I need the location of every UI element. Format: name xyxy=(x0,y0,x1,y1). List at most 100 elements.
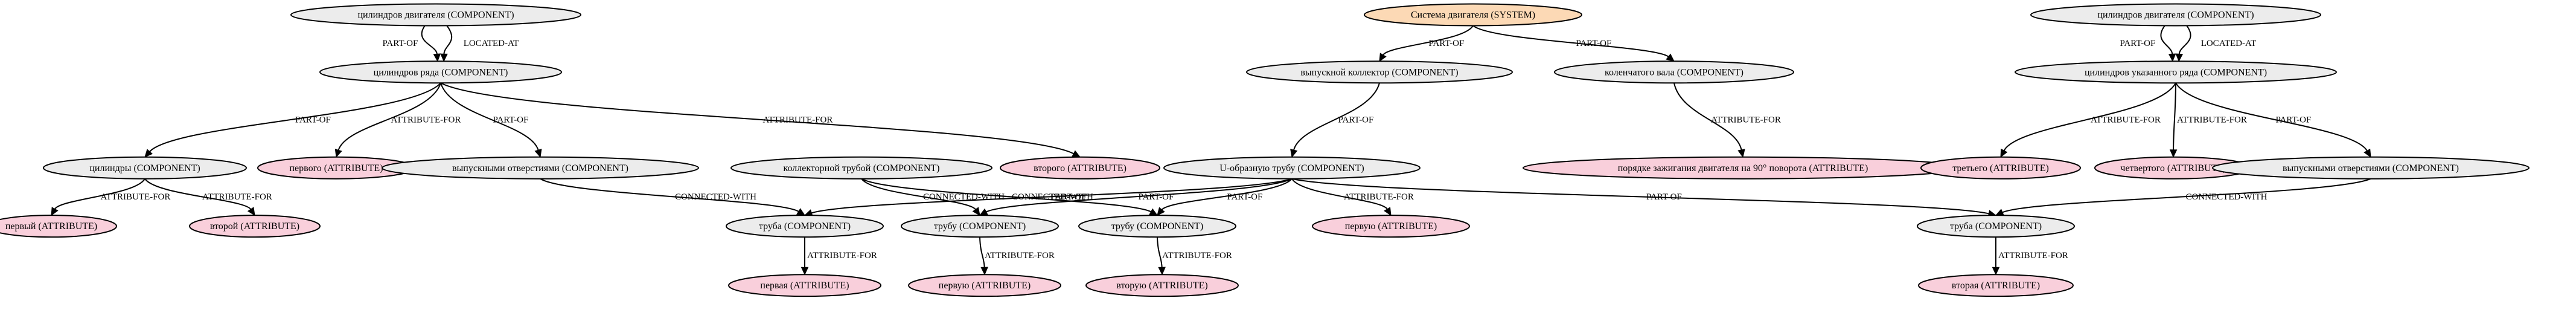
edge-label: ATTRIBUTE-FOR xyxy=(2177,115,2247,125)
node-label: выпускной коллектор (COMPONENT) xyxy=(1300,67,1458,77)
arrowhead-icon xyxy=(2169,54,2176,61)
edge-line xyxy=(441,83,1073,154)
edge-cyl-ukaz-to-chetvertogo: ATTRIBUTE-FOR xyxy=(2170,83,2247,157)
node-vypusk-otv-l: выпускными отверстиями (COMPONENT) xyxy=(382,157,698,179)
node-label: труба (COMPONENT) xyxy=(759,221,851,232)
edge-cyl-ryada-to-pervogo: ATTRIBUTE-FOR xyxy=(335,83,461,157)
node-label: первого (ATTRIBUTE) xyxy=(289,163,383,173)
node-vypusk-koll: выпускной коллектор (COMPONENT) xyxy=(1247,61,1512,83)
node-label: цилиндров двигателя (COMPONENT) xyxy=(357,10,514,21)
node-cyl-dvig-r: цилиндров двигателя (COMPONENT) xyxy=(2031,4,2321,26)
edge-label: ATTRIBUTE-FOR xyxy=(391,115,461,125)
edge-line xyxy=(2173,83,2176,150)
edge-system-to-kolench-vala: PART-OF xyxy=(1473,25,1674,61)
edge-truba3-to-vtoruyu: ATTRIBUTE-FOR xyxy=(1157,237,1232,274)
node-label: четвертого (ATTRIBUTE) xyxy=(2120,163,2226,173)
edge-line xyxy=(1157,237,1162,267)
node-kolench-vala: коленчатого вала (COMPONENT) xyxy=(1555,61,1794,83)
node-pervaya: первая (ATTRIBUTE) xyxy=(729,274,881,296)
node-tretego: третьего (ATTRIBUTE) xyxy=(1921,157,2080,179)
node-label: первую (ATTRIBUTE) xyxy=(939,280,1031,291)
node-truba3: трубу (COMPONENT) xyxy=(1079,215,1236,237)
node-truba2: трубу (COMPONENT) xyxy=(901,215,1058,237)
node-label: трубу (COMPONENT) xyxy=(1111,221,1204,232)
edge-label: CONNECTED-WITH xyxy=(675,192,756,202)
edge-cyl-ukaz-to-tretego: ATTRIBUTE-FOR xyxy=(2001,83,2176,157)
edge-label: PART-OF xyxy=(382,39,418,48)
arrowhead-icon xyxy=(1149,209,1157,216)
node-system: Система двигателя (SYSTEM) xyxy=(1364,4,1582,26)
edge-label: PART-OF xyxy=(1576,39,1612,48)
edge-label: LOCATED-AT xyxy=(464,39,519,48)
node-label: третьего (ATTRIBUTE) xyxy=(1952,163,2049,173)
arrowhead-icon xyxy=(2001,149,2007,157)
edge-truba4-to-vtoraya: ATTRIBUTE-FOR xyxy=(1993,237,2068,274)
node-vtoroi: второй (ATTRIBUTE) xyxy=(190,215,320,237)
node-label: цилиндров двигателя (COMPONENT) xyxy=(2097,10,2254,21)
edge-label: PART-OF xyxy=(1338,115,1374,125)
arrowhead-icon xyxy=(1666,54,1674,62)
node-truba4: труба (COMPONENT) xyxy=(1917,215,2074,237)
node-label: выпускными отверстиями (COMPONENT) xyxy=(452,163,628,173)
node-label: труба (COMPONENT) xyxy=(1950,221,2042,232)
edge-label: ATTRIBUTE-FOR xyxy=(1344,192,1414,202)
node-label: выпускными отверстиями (COMPONENT) xyxy=(2283,163,2459,173)
node-u-truba: U-образную трубу (COMPONENT) xyxy=(1164,157,1420,179)
arrowhead-icon xyxy=(248,207,255,215)
arrowhead-icon xyxy=(1738,149,1745,157)
edge-label: PART-OF xyxy=(2276,115,2312,125)
edge-line xyxy=(980,237,985,267)
edge-label: ATTRIBUTE-FOR xyxy=(807,251,877,261)
arrowhead-icon xyxy=(1072,151,1080,157)
node-cyl-ryada: цилиндров ряда (COMPONENT) xyxy=(320,61,561,83)
edge-kollektornoi-to-truba3: CONNECTED-WITH xyxy=(861,179,1157,215)
edge-line xyxy=(422,25,437,54)
node-kollektornoi: коллекторной трубой (COMPONENT) xyxy=(731,157,992,179)
edge-u-truba-to-pervuyu-mid: ATTRIBUTE-FOR xyxy=(1292,179,1414,215)
arrowhead-icon xyxy=(335,149,341,157)
node-label: второй (ATTRIBUTE) xyxy=(210,221,299,232)
node-label: цилиндров ряда (COMPONENT) xyxy=(374,67,508,77)
edge-label: ATTRIBUTE-FOR xyxy=(1162,251,1232,261)
arrowhead-icon xyxy=(2364,149,2371,157)
edge-label: ATTRIBUTE-FOR xyxy=(202,192,272,202)
node-label: U-образную трубу (COMPONENT) xyxy=(1219,163,1364,173)
node-pervuyu-mid: первую (ATTRIBUTE) xyxy=(1312,215,1469,237)
edge-vypusk-koll-to-u-truba: PART-OF xyxy=(1291,83,1379,157)
arrowhead-icon xyxy=(1291,149,1297,157)
edge-line xyxy=(444,25,452,54)
node-label: цилиндров указанного ряда (COMPONENT) xyxy=(2085,67,2267,77)
node-label: первый (ATTRIBUTE) xyxy=(5,221,97,232)
node-label: порядке зажигания двигателя на 90° повор… xyxy=(1618,163,1868,173)
arrowhead-icon xyxy=(1996,209,2004,215)
edge-line xyxy=(1473,25,1669,56)
edge-label: LOCATED-AT xyxy=(2201,39,2257,48)
edge-label: ATTRIBUTE-FOR xyxy=(985,251,1055,261)
arrowhead-icon xyxy=(51,207,58,215)
edge-truba1-to-pervaya: ATTRIBUTE-FOR xyxy=(802,237,877,274)
edge-label: PART-OF xyxy=(1646,192,1682,202)
node-vypusk-otv-r: выпускными отверстиями (COMPONENT) xyxy=(2213,157,2529,179)
edge-label: PART-OF xyxy=(2120,39,2155,48)
arrowhead-icon xyxy=(981,267,988,274)
node-vtoruyu: вторую (ATTRIBUTE) xyxy=(1086,274,1238,296)
arrowhead-icon xyxy=(802,267,808,274)
edge-vypusk-otv-r-to-truba4: CONNECTED-WITH xyxy=(1996,179,2371,216)
edge-system-to-vypusk-koll: PART-OF xyxy=(1379,25,1473,61)
arrowhead-icon xyxy=(2176,54,2182,61)
edge-line xyxy=(2161,25,2172,54)
arrowhead-icon xyxy=(1384,207,1391,215)
edge-label: ATTRIBUTE-FOR xyxy=(1711,115,1781,125)
node-label: первая (ATTRIBUTE) xyxy=(760,280,849,291)
edge-label: PART-OF xyxy=(1139,192,1174,202)
node-label: коллекторной трубой (COMPONENT) xyxy=(784,163,940,173)
node-cylindry: цилиндры (COMPONENT) xyxy=(43,157,246,179)
arrowhead-icon xyxy=(441,54,447,61)
edge-label: PART-OF xyxy=(493,115,529,125)
edge-label: ATTRIBUTE-FOR xyxy=(101,192,171,202)
arrowhead-icon xyxy=(797,209,805,215)
node-cyl-dvig-l: цилиндров двигателя (COMPONENT) xyxy=(291,4,581,26)
node-vtoraya: вторая (ATTRIBUTE) xyxy=(1919,274,2073,296)
edge-line xyxy=(540,179,799,212)
